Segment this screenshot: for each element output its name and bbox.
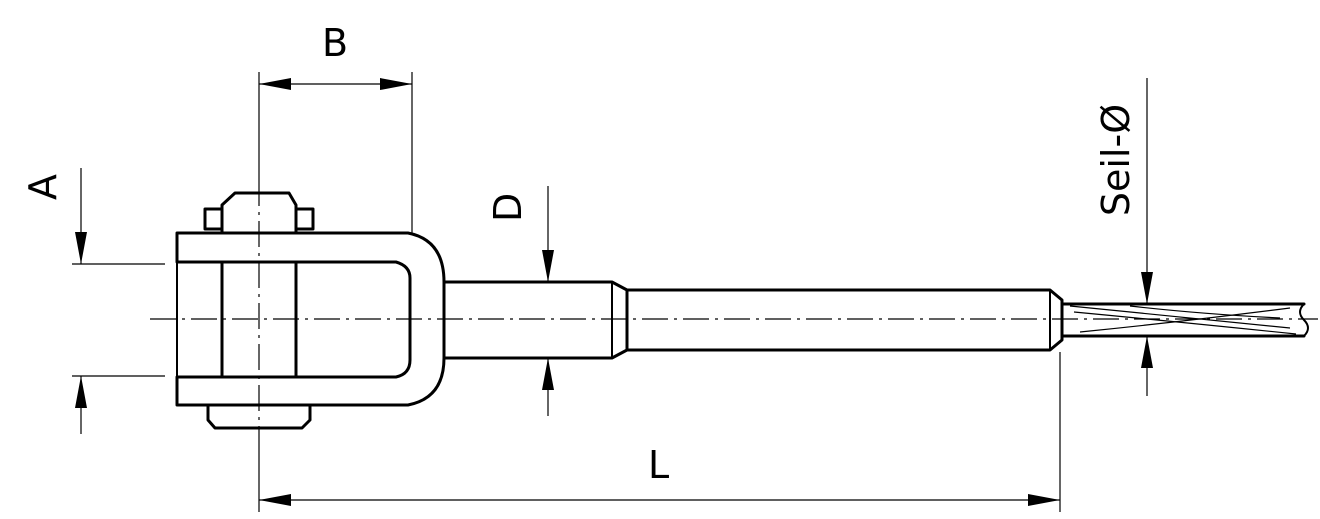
label-b: B bbox=[322, 21, 348, 65]
dimension-l bbox=[258, 352, 1061, 512]
swage-sleeve bbox=[625, 288, 1064, 352]
dimension-d bbox=[542, 186, 554, 416]
label-l: L bbox=[648, 443, 669, 487]
label-a: A bbox=[21, 174, 65, 200]
terminal-neck bbox=[442, 280, 629, 360]
label-d: D bbox=[486, 193, 530, 222]
pin-bolt bbox=[203, 191, 315, 430]
fork-body bbox=[175, 231, 446, 407]
dimension-rope-diameter bbox=[1141, 78, 1153, 396]
dimension-a bbox=[72, 168, 165, 434]
dimension-b bbox=[258, 72, 413, 235]
label-rope-diameter: Seil-Ø bbox=[1094, 104, 1138, 216]
wire-rope bbox=[1060, 302, 1309, 338]
